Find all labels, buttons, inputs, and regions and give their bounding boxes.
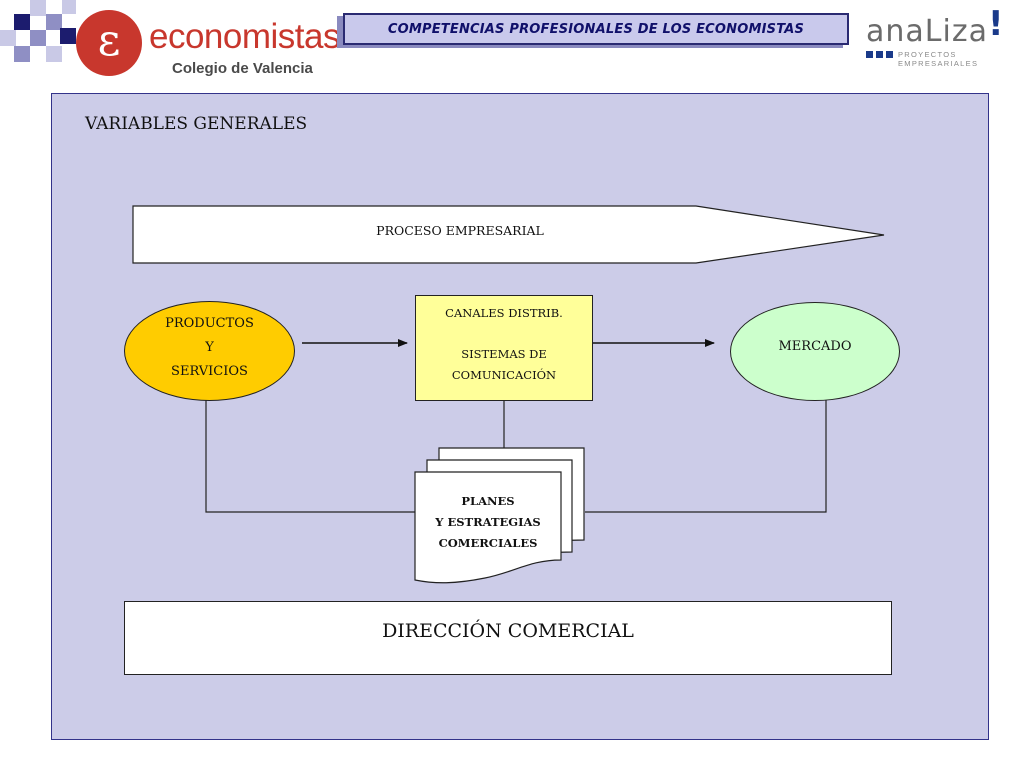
analiza-square-icon [876, 51, 883, 58]
productos-label-line1: PRODUCTOS [165, 316, 254, 331]
planes-label-line2: Y ESTRATEGIAS [435, 515, 541, 529]
economistas-logo: ε economistas Colegio de Valencia [76, 10, 346, 82]
line-mercado-to-planes [585, 400, 827, 513]
canales-box [415, 295, 593, 401]
analiza-logo: anaLiza ! PROYECTOS EMPRESARIALES [864, 4, 1019, 68]
productos-label-line2: Y [205, 340, 214, 355]
page-title: COMPETENCIAS PROFESIONALES DE LOS ECONOM… [343, 13, 849, 45]
panel-title: VARIABLES GENERALES [85, 114, 308, 134]
deco-square [46, 14, 62, 30]
analiza-square-icon [866, 51, 873, 58]
deco-square [46, 46, 62, 62]
analiza-subtitle: PROYECTOS EMPRESARIALES [898, 50, 979, 68]
canales-label-line3: COMUNICACIÓN [451, 368, 557, 382]
deco-square [0, 30, 16, 46]
deco-square [60, 28, 76, 44]
economistas-subtitle: Colegio de Valencia [172, 60, 313, 77]
mercado-label: MERCADO [778, 339, 852, 354]
analiza-square-icon [886, 51, 893, 58]
analiza-wordmark: anaLiza [866, 14, 988, 49]
productos-label-line3: SERVICIOS [171, 364, 248, 379]
deco-square [30, 30, 46, 46]
economistas-wordmark: economistas [149, 17, 340, 56]
mercado-ellipse [730, 302, 900, 401]
planes-label-line1: PLANES [461, 494, 515, 508]
line-productos-to-planes [205, 400, 416, 513]
deco-square [14, 14, 30, 30]
productos-ellipse [124, 301, 295, 401]
deco-square [14, 46, 30, 62]
analiza-exclamation: ! [988, 4, 1004, 44]
deco-square [62, 0, 76, 14]
economistas-emblem-icon: ε [76, 10, 142, 76]
process-arrow-label: PROCESO EMPRESARIAL [376, 223, 544, 238]
canales-label-line2: SISTEMAS DE [461, 347, 547, 361]
document-shape-front [414, 471, 562, 584]
process-arrow-shape [132, 205, 885, 264]
deco-square [30, 0, 46, 16]
planes-label-line3: COMERCIALES [438, 536, 538, 550]
direccion-comercial-label: DIRECCIÓN COMERCIAL [382, 620, 634, 642]
canales-label-line1: CANALES DISTRIB. [445, 306, 563, 320]
direccion-comercial-box [124, 601, 892, 675]
